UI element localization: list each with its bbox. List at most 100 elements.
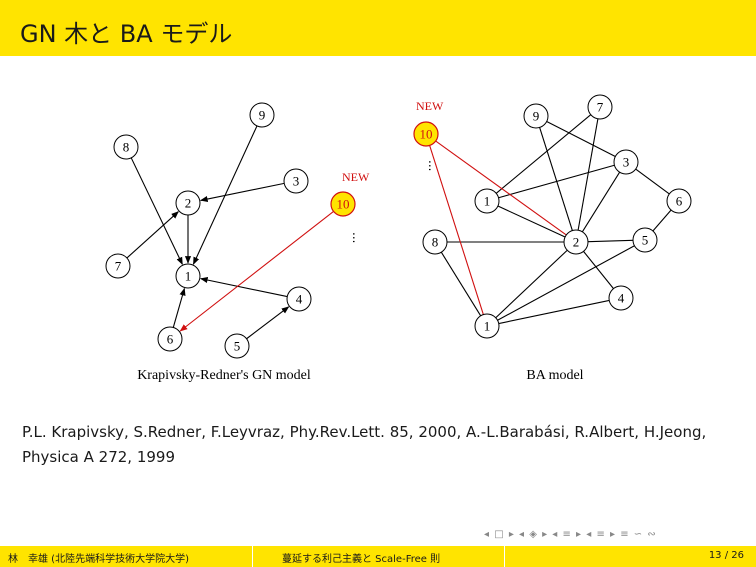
gn-node-7: 7	[105, 253, 131, 279]
ba-node-label: 1	[484, 319, 491, 334]
gn-node-label: 1	[185, 269, 192, 284]
gn-node-8: 8	[113, 134, 139, 160]
ba-node-6: 6	[666, 188, 692, 214]
gn-node-4: 4	[286, 286, 312, 312]
ba-edge-2-5	[587, 239, 634, 243]
gn-node-label: 4	[296, 292, 303, 307]
ba-node-label: 10	[420, 127, 433, 142]
gn-node-label: 6	[167, 332, 174, 347]
gn-node-circle	[330, 191, 356, 217]
ba-node-2: 2	[563, 229, 589, 255]
network-diagrams: 9 8 2 3 7 1 4 6 5 10 NEW ... Krapivsky-Redner's G…	[105, 94, 692, 383]
ba-edge-3-6	[635, 168, 670, 195]
gn-node-circle	[175, 263, 201, 289]
ba-node-7: 7	[587, 94, 613, 120]
ba-edge-4-1b	[498, 299, 610, 325]
citation-text: P.L. Krapivsky, S.Redner, F.Leyvraz, Phy…	[22, 423, 707, 466]
gn-node-9: 9	[249, 102, 275, 128]
gn-node-5: 5	[224, 333, 250, 359]
ba-node-circle	[632, 227, 658, 253]
ba-node-label: 5	[642, 233, 649, 248]
gn-node-circle	[175, 190, 201, 216]
ba-node-circle	[587, 94, 613, 120]
gn-node-label: 3	[293, 174, 300, 189]
ba-node-3: 3	[613, 149, 639, 175]
ba-node-10: 10	[413, 121, 439, 147]
title-bar: GN 木と BA モデル	[0, 0, 756, 56]
gn-edge-3-2	[199, 182, 285, 203]
gn-node-circle	[105, 253, 131, 279]
ba-node-4: 4	[608, 285, 634, 311]
ba-edge-2-1b	[495, 249, 568, 319]
gn-node-2: 2	[175, 190, 201, 216]
ba-node-label: 2	[573, 235, 580, 250]
footer-author: 林 幸雄 (北陸先端科学技術大学院大学)	[8, 554, 189, 565]
gn-edge-4-1	[199, 277, 288, 298]
gn-edge-5-4	[246, 306, 290, 340]
gn-node-3: 3	[283, 168, 309, 194]
gn-node-circle	[249, 102, 275, 128]
gn-new-label: NEW	[342, 170, 370, 184]
ba-node-8: 8	[422, 229, 448, 255]
ba-node-circle	[608, 285, 634, 311]
gn-edge-7-2	[126, 211, 179, 259]
ba-edge-7-2	[577, 118, 599, 231]
gn-node-label: 9	[259, 108, 266, 123]
ba-ellipsis: ...	[426, 160, 440, 171]
ba-node-label: 6	[676, 194, 683, 209]
gn-node-circle	[113, 134, 139, 160]
gn-node-label: 5	[234, 339, 241, 354]
ba-edge-9-3	[546, 120, 616, 158]
gn-node-label: 7	[115, 259, 122, 274]
ba-edge-10-2	[435, 140, 567, 236]
gn-node-circle	[224, 333, 250, 359]
slide-title: GN 木と BA モデル	[20, 20, 233, 48]
ba-edge-1a-2	[497, 205, 566, 238]
ba-edge-8-1b	[440, 251, 482, 317]
gn-node-6: 6	[157, 326, 183, 352]
ba-edge-5-1b	[497, 245, 635, 321]
ba-node-circle	[474, 313, 500, 339]
ba-node-label: 3	[623, 155, 630, 170]
footer-talk-title: 蔓延する利己主義と Scale-Free 則	[282, 554, 441, 565]
gn-node-label: 8	[123, 140, 130, 155]
gn-node-label: 10	[337, 197, 350, 212]
ba-node-circle	[474, 188, 500, 214]
footer-bar: 林 幸雄 (北陸先端科学技術大学院大学) 蔓延する利己主義と Scale-Fre…	[0, 546, 756, 567]
beamer-navigation-icons[interactable]: ◂ □ ▸ ◂ ◈ ▸ ◂ ≡ ▸ ◂ ≡ ▸ ≡ ∽ ∾	[484, 529, 657, 540]
gn-node-circle	[283, 168, 309, 194]
gn-tree-graph: 9 8 2 3 7 1 4 6 5 10 NEW ... Krapivsky-Redner's G…	[105, 102, 370, 383]
ba-edge-2-4	[583, 251, 614, 289]
ba-edge-1a-3	[498, 164, 615, 199]
gn-edge-6-1	[172, 287, 186, 328]
ba-caption: BA model	[526, 368, 583, 383]
gn-node-circle	[286, 286, 312, 312]
ba-node-circle	[523, 103, 549, 129]
gn-caption: Krapivsky-Redner's GN model	[137, 368, 311, 383]
ba-node-9: 9	[523, 103, 549, 129]
ba-node-1b: 1	[474, 313, 500, 339]
ba-node-5: 5	[632, 227, 658, 253]
ba-node-label: 7	[597, 100, 604, 115]
ba-edge-9-2	[539, 127, 573, 231]
ba-node-label: 4	[618, 291, 625, 306]
ba-node-circle	[666, 188, 692, 214]
ba-node-circle	[413, 121, 439, 147]
ba-node-circle	[563, 229, 589, 255]
gn-edge-8-1	[130, 157, 183, 265]
ba-edge-6-5	[652, 209, 672, 232]
gn-node-1: 1	[175, 263, 201, 289]
ba-edge-3-2	[581, 171, 621, 233]
ba-edge-10-1b	[429, 145, 484, 315]
gn-edge-10-6	[179, 210, 334, 332]
ba-node-label: 9	[533, 109, 540, 124]
ba-node-label: 1	[484, 194, 491, 209]
ba-node-circle	[422, 229, 448, 255]
ba-model-graph: 10 9 7 3 6 1 8 2 5 4 1 NEW ... BA model	[413, 94, 692, 383]
gn-ellipsis: ...	[350, 232, 364, 243]
ba-node-circle	[613, 149, 639, 175]
ba-node-label: 8	[432, 235, 439, 250]
ba-new-label: NEW	[416, 99, 444, 113]
ba-edge-7-1a	[495, 114, 592, 194]
ba-node-1a: 1	[474, 188, 500, 214]
